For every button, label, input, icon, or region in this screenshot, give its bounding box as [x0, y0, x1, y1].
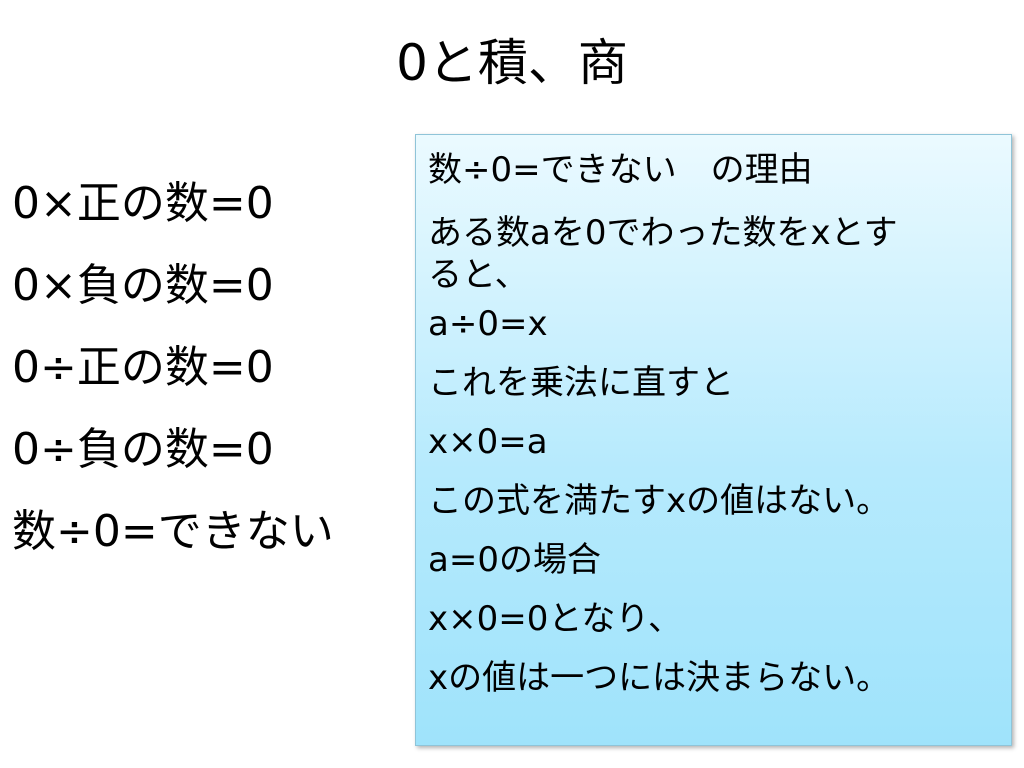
explanation-line: a=0の場合 — [428, 540, 601, 580]
explanation-line: ると、 — [428, 255, 529, 295]
explanation-line: x×0=0となり、 — [428, 599, 682, 639]
explanation-box: 数÷0=できない の理由 ある数aを0でわった数をxとす ると、 a÷0=x こ… — [415, 134, 1012, 746]
slide-title: 0と積、商 — [396, 34, 628, 92]
explanation-line: x×0=a — [428, 422, 548, 462]
rule-item: 0×負の数=0 — [12, 260, 274, 311]
explanation-line: これを乗法に直すと — [428, 363, 734, 403]
explanation-line: xの値は一つには決まらない。 — [428, 658, 891, 698]
rule-item: 0÷負の数=0 — [12, 424, 274, 475]
explanation-line: 数÷0=できない の理由 — [428, 150, 813, 190]
rule-item: 0÷正の数=0 — [12, 342, 274, 393]
explanation-line: ある数aを0でわった数をxとす — [428, 213, 898, 253]
rules-list: 0×正の数=0 0×負の数=0 0÷正の数=0 0÷負の数=0 数÷0=できない — [12, 163, 334, 573]
rule-item: 数÷0=できない — [12, 506, 334, 557]
rule-item: 0×正の数=0 — [12, 178, 274, 229]
explanation-line: この式を満たすxの値はない。 — [428, 481, 891, 521]
explanation-line: a÷0=x — [428, 304, 548, 344]
